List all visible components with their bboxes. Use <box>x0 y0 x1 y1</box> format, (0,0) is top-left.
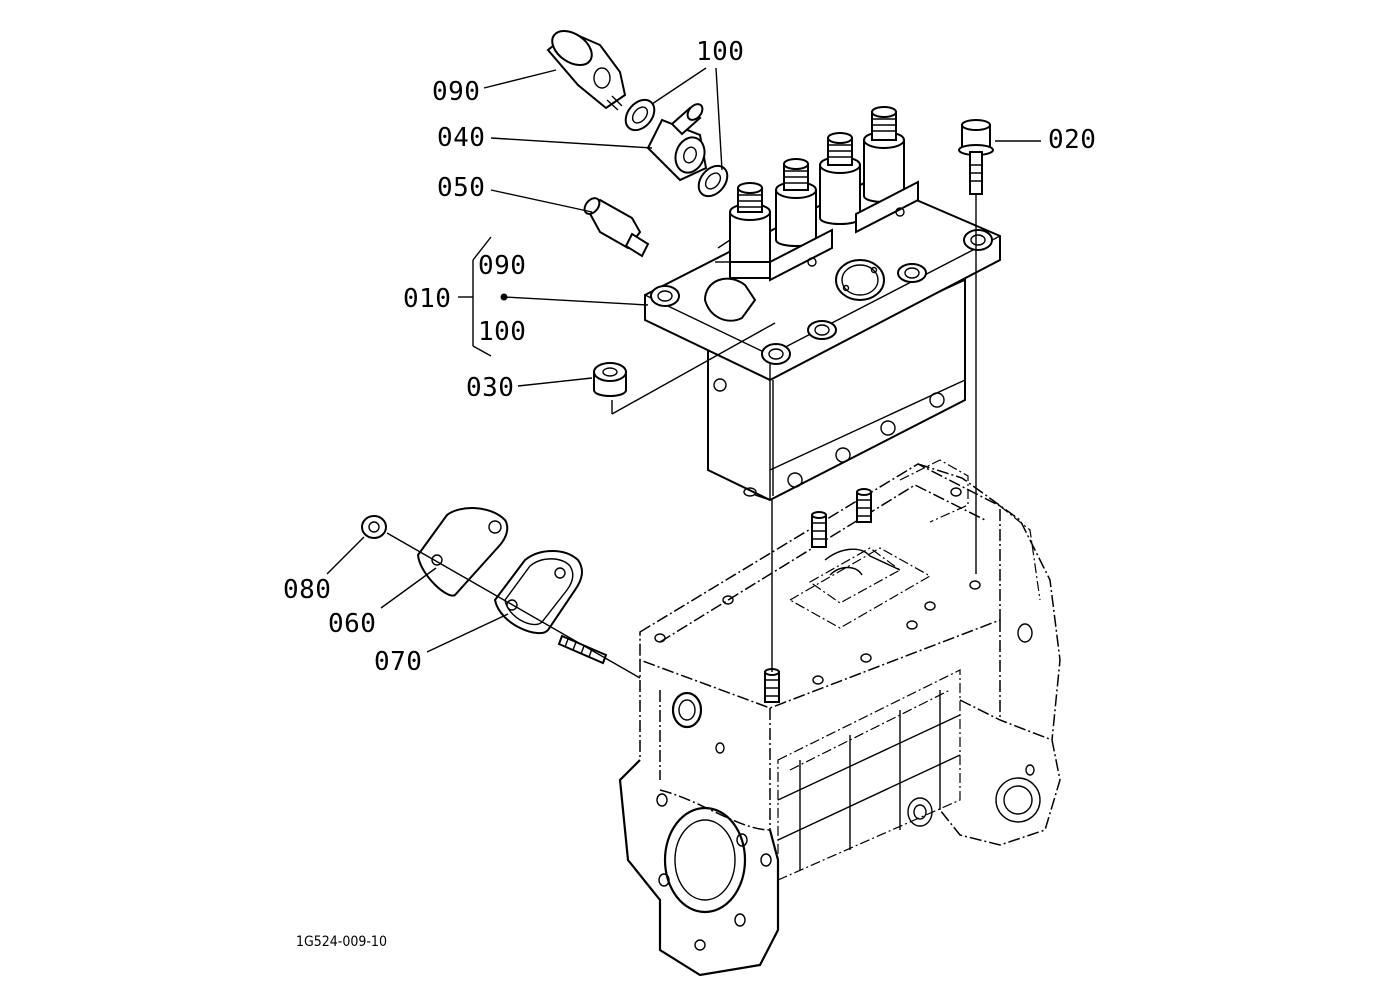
callout-030: 030 <box>466 373 514 403</box>
nut-080 <box>361 515 387 539</box>
injection-pump-assembly <box>644 106 1001 502</box>
delivery-valve-holder <box>729 182 771 279</box>
callout-020: 020 <box>1048 125 1096 155</box>
nut-alignment-line <box>611 322 776 415</box>
stud-bolt <box>764 668 780 703</box>
gasket-070 <box>493 550 583 635</box>
hex-bolt-020 <box>958 119 994 195</box>
delivery-valve-holder <box>819 132 861 225</box>
leader-lines <box>326 67 1041 679</box>
callout-010: 010 <box>403 284 451 314</box>
stud-bolt-side <box>557 634 608 665</box>
callout-050: 050 <box>437 173 485 203</box>
hex-nut-030 <box>593 362 627 397</box>
stud-bolt <box>811 511 827 548</box>
cover-plate-060 <box>416 507 509 597</box>
washer-100 <box>697 164 729 198</box>
washer-100 <box>624 98 656 132</box>
banjo-fitting-040 <box>646 103 708 182</box>
callout-080: 080 <box>283 575 331 605</box>
delivery-valve-holder <box>863 106 905 203</box>
delivery-valve-holder <box>775 158 817 247</box>
fuel-pipe-fitting-050 <box>583 197 650 258</box>
callout-070: 070 <box>374 647 422 677</box>
eye-bolt-090 <box>546 29 627 111</box>
callout-100: 100 <box>696 37 744 67</box>
callout-060: 060 <box>328 609 376 639</box>
drawing-number: 1G524-009-10 <box>296 934 387 950</box>
callout-090: 090 <box>432 77 480 107</box>
callout-040: 040 <box>437 123 485 153</box>
callout-010-subpart-100: 100 <box>478 317 526 347</box>
callout-010-subpart-090: 090 <box>478 251 526 281</box>
gear-case-housing <box>618 459 1061 977</box>
stud-bolt <box>856 488 872 523</box>
